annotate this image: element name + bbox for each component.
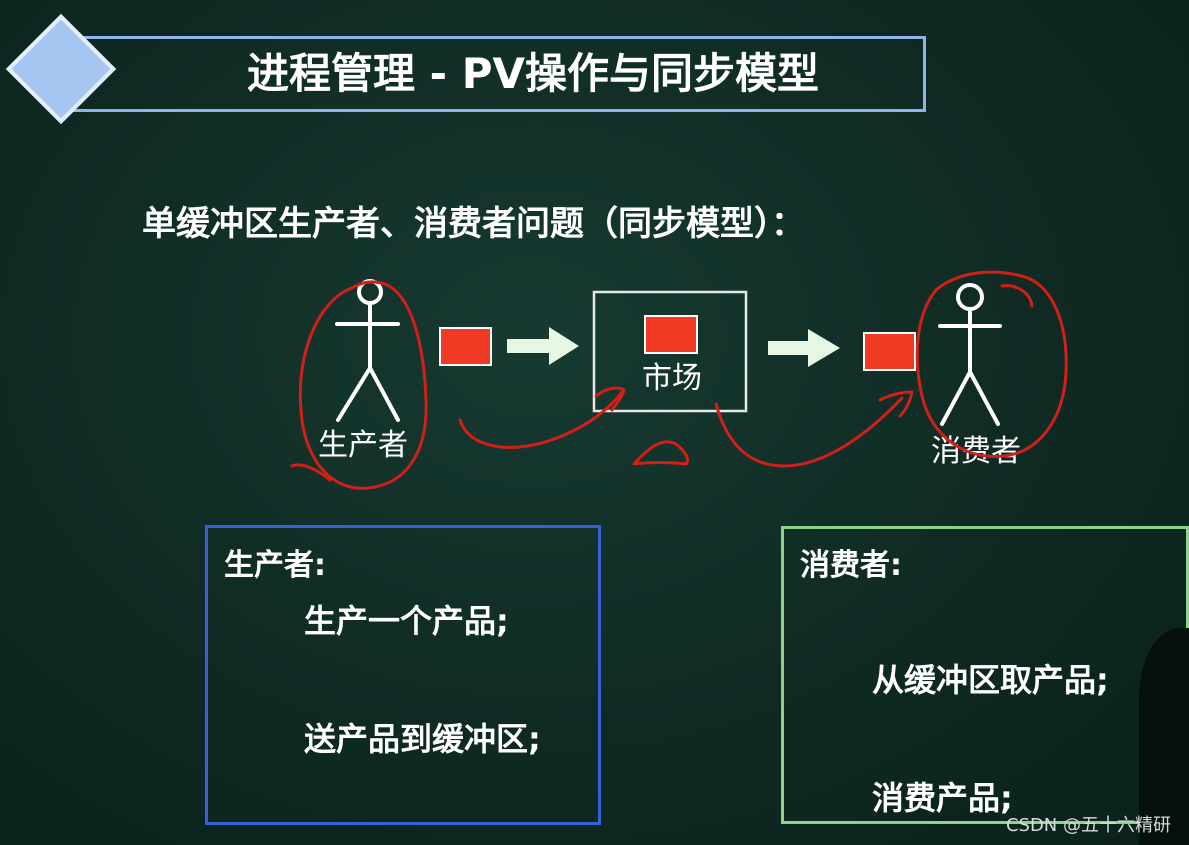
page-title: 进程管理 - PV操作与同步模型 [247, 49, 819, 98]
watermark: CSDN @五十六精研 [1005, 815, 1171, 836]
consumer-box: 消费者: 从缓冲区取产品; 消费产品; [781, 526, 1189, 824]
market-label: 市场 [642, 361, 702, 396]
product-block-3 [863, 332, 916, 371]
product-block-1 [439, 327, 492, 366]
arrow-right-icon [507, 327, 579, 365]
handwritten-annotation [290, 270, 1068, 490]
consumer-step-1: 从缓冲区取产品; [872, 661, 1109, 699]
consumer-box-heading: 消费者: [800, 548, 902, 583]
product-block-market [644, 315, 698, 354]
producer-step-1: 生产一个产品; [304, 602, 509, 640]
producer-step-2: 送产品到缓冲区; [304, 720, 541, 758]
consumer-label: 消费者 [931, 434, 1021, 469]
producer-consumer-diagram: 生产者 市场 消费者 [290, 270, 1068, 490]
producer-box-heading: 生产者: [224, 548, 326, 583]
market-box [592, 290, 748, 413]
problem-heading: 单缓冲区生产者、消费者问题（同步模型）： [142, 204, 805, 244]
presenter-silhouette [1139, 628, 1189, 845]
producer-box: 生产者: 生产一个产品; 送产品到缓冲区; [205, 525, 601, 825]
producer-figure-icon [335, 279, 400, 422]
arrow-right-icon [768, 329, 840, 367]
producer-label: 生产者 [318, 428, 408, 463]
consumer-step-2: 消费产品; [872, 779, 1013, 817]
consumer-figure-icon [938, 283, 1002, 426]
